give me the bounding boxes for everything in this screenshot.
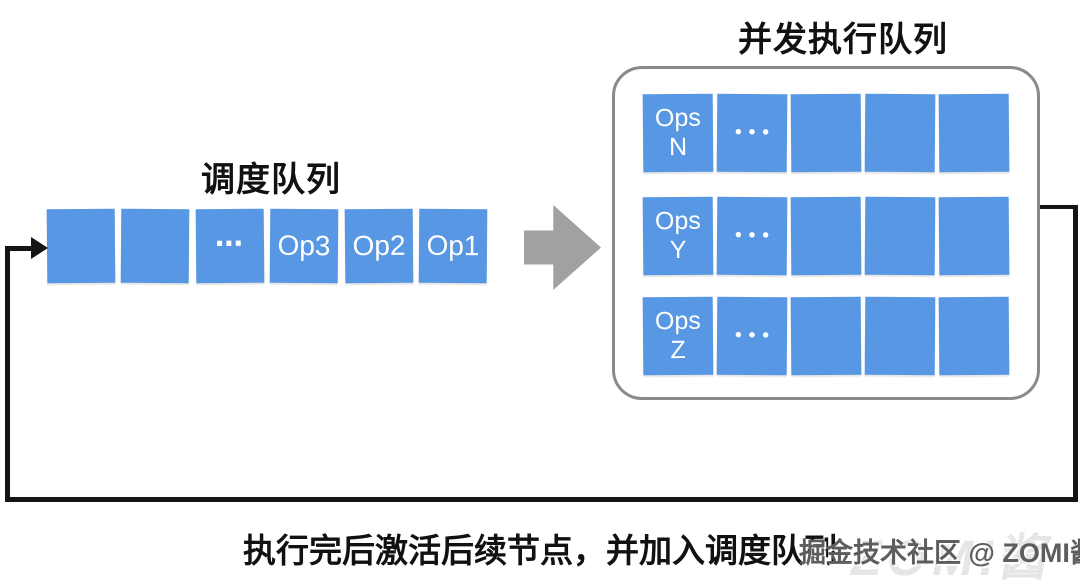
scheduling-queue: ⋯ Op3 Op2 Op1 (46, 208, 488, 284)
queue-cell-op2: Op2 (344, 208, 414, 284)
loop-line-top-right (1040, 205, 1077, 209)
queue-cell-op1: Op1 (418, 208, 488, 284)
ops-label-line2: N (668, 132, 688, 162)
queue-cell (46, 208, 116, 284)
ops-label-line1: Ops (654, 207, 701, 236)
queue-cell-ellipsis: ⋯ (195, 208, 265, 284)
queue-cell (864, 296, 936, 376)
queue-cell-ellipsis: ••• (716, 196, 788, 276)
queue-cell (864, 93, 936, 173)
queue-cell (790, 93, 862, 173)
loop-line-right (1073, 205, 1078, 501)
watermark: 掘金技术社区 @ ZOMI酱 (799, 538, 1080, 568)
ellipsis-label: ••• (734, 324, 777, 347)
queue-cell (790, 296, 862, 376)
scheduling-queue-title: 调度队列 (201, 161, 341, 199)
queue-cell (938, 93, 1010, 173)
ops-label-line2: Z (670, 335, 686, 365)
queue-cell-ellipsis: ••• (716, 93, 788, 173)
queue-cell-ellipsis: ••• (716, 296, 788, 376)
ops-label-line2: Y (669, 235, 687, 265)
queue-cell (864, 196, 936, 276)
loop-arrowhead-icon (31, 237, 48, 259)
ops-label-line1: Ops (654, 104, 701, 133)
queue-cell (120, 208, 190, 284)
queue-cell-label: Op2 (352, 229, 406, 262)
ellipsis-label: ••• (734, 224, 777, 247)
flow-arrow-icon (524, 205, 601, 290)
loop-line-bottom (5, 497, 1078, 502)
queue-cell-label: Op3 (277, 229, 331, 262)
queue-cell-label: Op1 (426, 229, 480, 262)
loop-line-shaft (5, 246, 32, 251)
queue-cell (938, 296, 1010, 376)
ellipsis-label: ••• (734, 121, 777, 144)
queue-cell-op3: Op3 (269, 208, 339, 284)
queue-cell (938, 196, 1010, 276)
queue-cell (790, 196, 862, 276)
concurrent-queue-title: 并发执行队列 (738, 21, 948, 59)
ellipsis-label: ⋯ (214, 227, 246, 259)
loop-line-left (5, 248, 10, 502)
ops-label-line1: Ops (654, 307, 701, 336)
caption-text: 执行完后激活后续节点，并加入调度队列 (243, 532, 837, 569)
